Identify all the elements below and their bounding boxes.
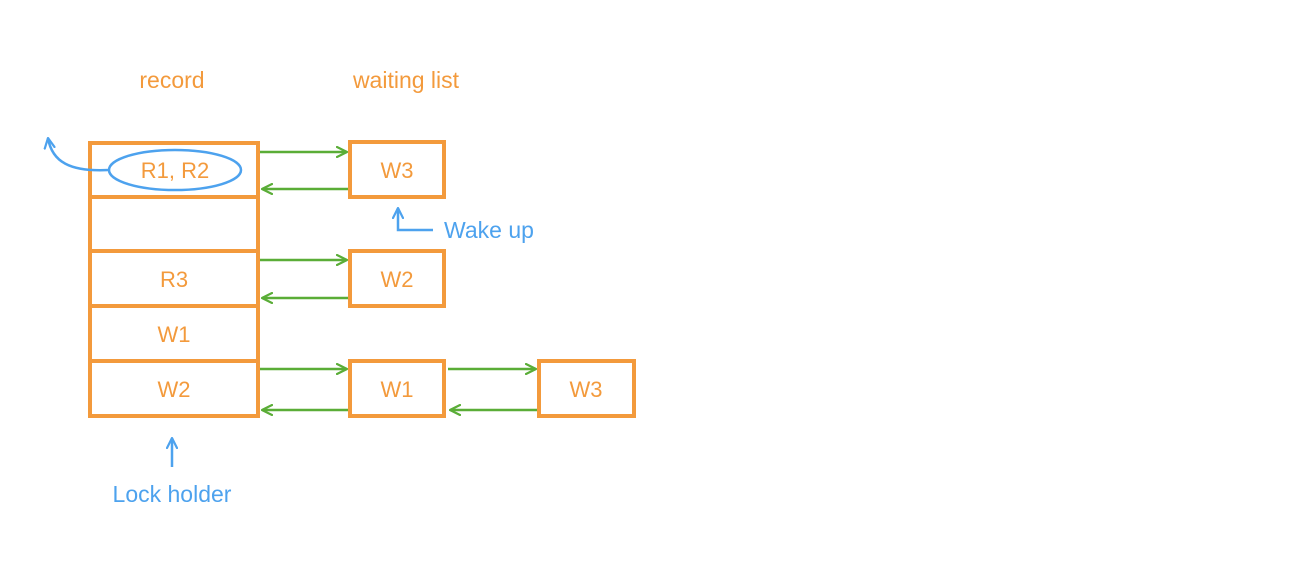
record-slot: W2 [88, 359, 260, 418]
record-slot [88, 195, 260, 253]
record-heading: record [139, 67, 204, 93]
record-slot-label: R1, R2 [141, 158, 209, 183]
record-slot: W1 [88, 304, 260, 363]
wake-up-label: Wake up [444, 217, 534, 243]
release-arrow [48, 138, 110, 172]
wake-up-arrow [398, 208, 433, 232]
lock-holder-label: Lock holder [113, 481, 232, 507]
record-slot: R3 [88, 249, 260, 308]
record-slot-label: R3 [160, 267, 188, 292]
waiting-list-heading: waiting list [352, 67, 460, 93]
waiting-item-label: W3 [570, 377, 603, 402]
waiting-item-label: W3 [381, 158, 414, 183]
waiting-item-label: W1 [381, 377, 414, 402]
waiting-item: W3 [348, 140, 446, 199]
record-slot: R1, R2 [88, 141, 260, 199]
waiting-item: W1 [348, 359, 446, 418]
waiting-item-label: W2 [381, 267, 414, 292]
waiting-item: W2 [348, 249, 446, 308]
waiting-item: W3 [537, 359, 636, 418]
record-slot-label: W1 [158, 322, 191, 347]
record-slot-label: W2 [158, 377, 191, 402]
